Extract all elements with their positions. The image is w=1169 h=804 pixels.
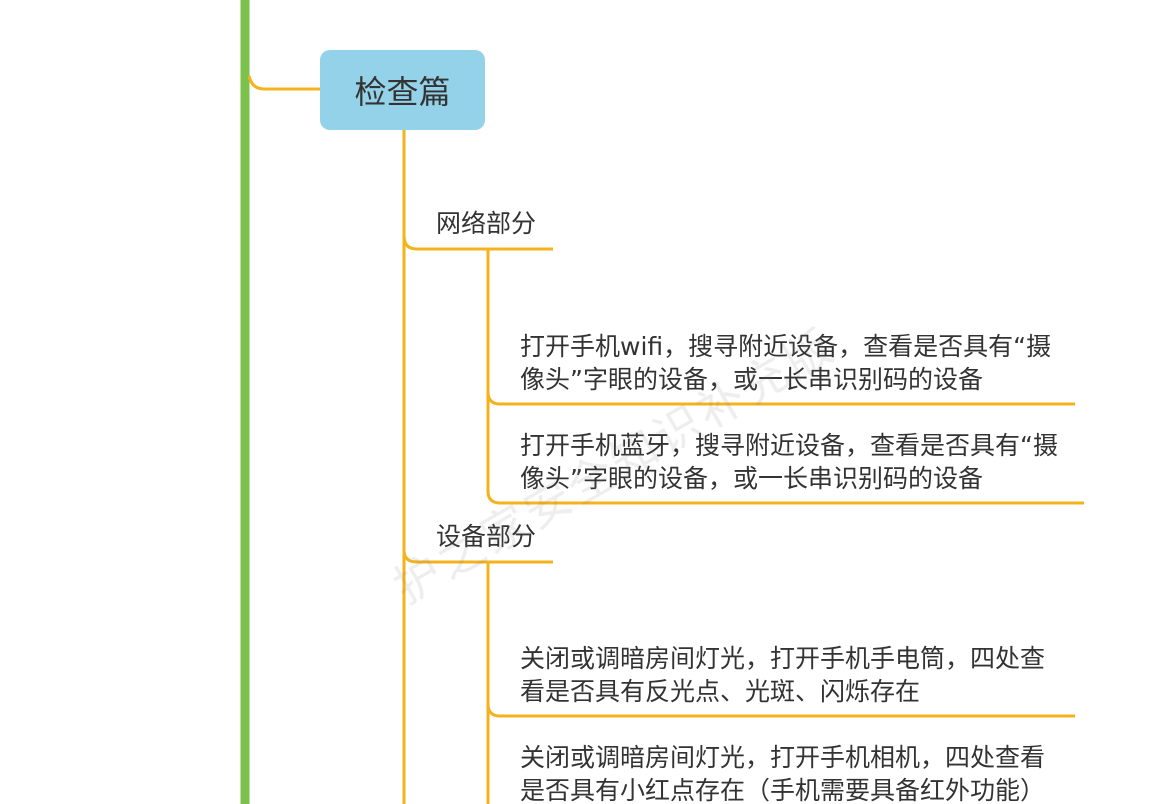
root-topic-label: 检查篇 — [354, 73, 451, 111]
leaf-line: 关闭或调暗房间灯光，打开手机手电筒，四处查 — [520, 644, 1046, 673]
leaf-connector-wifi — [486, 391, 1075, 406]
section-connector-device — [402, 549, 553, 564]
leaf-line: 看是否具有反光点、光斑、闪烁存在 — [520, 677, 921, 706]
leaf-line: 打开手机蓝牙，搜寻附近设备，查看是否具有“摄 — [520, 431, 1058, 460]
leaf-topic-wifi[interactable]: 打开手机wifi，搜寻附近设备，查看是否具有“摄 像头”字眼的设备，或一长串识别… — [520, 330, 1080, 396]
leaf-line: 像头”字眼的设备，或一长串识别码的设备 — [520, 464, 983, 493]
leaf-line: 像头”字眼的设备，或一长串识别码的设备 — [520, 365, 983, 394]
root-topic-node[interactable]: 检查篇 — [320, 50, 485, 130]
leaf-line: 打开手机wifi，搜寻附近设备，查看是否具有“摄 — [520, 332, 1052, 361]
leaf-line: 是否具有小红点存在（手机需要具备红外功能） — [520, 776, 1046, 804]
leaf-connector-flashlight — [486, 703, 1075, 718]
leaf-topic-bluetooth[interactable]: 打开手机蓝牙，搜寻附近设备，查看是否具有“摄 像头”字眼的设备，或一长串识别码的… — [520, 429, 1080, 495]
section-connector-network — [402, 235, 553, 251]
root-branch-line — [247, 75, 320, 91]
section-label-network[interactable]: 网络部分 — [436, 209, 537, 238]
leaf-topic-camera[interactable]: 关闭或调暗房间灯光，打开手机相机，四处查看 是否具有小红点存在（手机需要具备红外… — [520, 741, 1080, 804]
leaf-connector-bluetooth — [486, 490, 1084, 505]
leaf-line: 关闭或调暗房间灯光，打开手机相机，四处查看 — [520, 743, 1046, 772]
leaf-topic-flashlight[interactable]: 关闭或调暗房间灯光，打开手机手电筒，四处查 看是否具有反光点、光斑、闪烁存在 — [520, 642, 1080, 708]
section-label-device[interactable]: 设备部分 — [436, 522, 537, 551]
